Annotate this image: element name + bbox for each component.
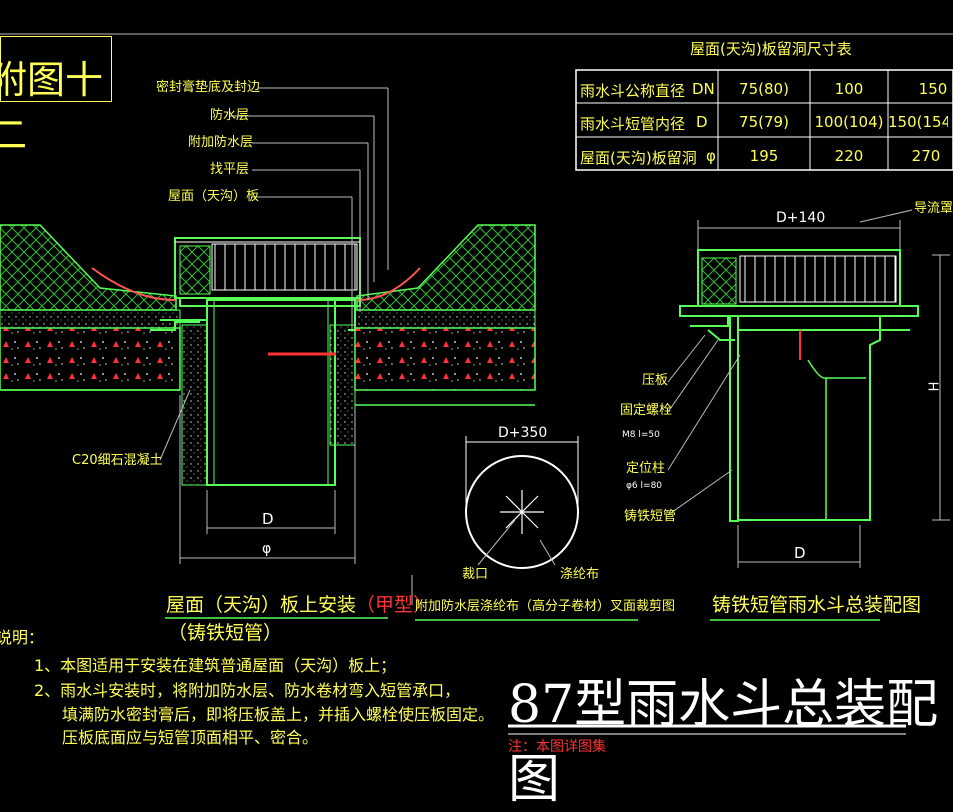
table-row-1-v3: 150 bbox=[918, 80, 948, 98]
note-line-1: 1、本图适用于安装在建筑普通屋面（天沟）板上； bbox=[34, 656, 397, 675]
table-row-2-v2: 100(104) bbox=[814, 113, 884, 131]
cad-drawing bbox=[0, 33, 953, 735]
right-label-pin-spec: φ6 l=80 bbox=[626, 481, 663, 491]
right-dim-top: D+140 bbox=[776, 210, 826, 226]
figure-title-box: 附图十二 bbox=[0, 36, 112, 157]
circle-cloth-label: 涤纶布 bbox=[560, 567, 600, 582]
table-row-3-v2: 220 bbox=[834, 147, 864, 165]
table-row-1-v2: 100 bbox=[834, 80, 864, 98]
notes-heading: 说明： bbox=[0, 628, 45, 647]
note-line-3: 填满防水密封膏后，即将压板盖上，并插入螺栓使压板固定。 bbox=[62, 705, 495, 724]
left-caption-type: （甲型） bbox=[356, 594, 433, 616]
label-sealant: 密封膏垫底及封边 bbox=[156, 80, 261, 95]
right-caption: 铸铁短管雨水斗总装配图 bbox=[712, 594, 922, 616]
label-extra-waterproof: 附加防水层 bbox=[188, 135, 254, 150]
circle-caption: 附加防水层涤纶布（高分子卷材）叉面裁剪图 bbox=[415, 599, 676, 614]
right-label-bolt-spec: M8 l=50 bbox=[622, 430, 660, 440]
right-label-bolt: 固定螺栓 bbox=[620, 403, 673, 418]
table-row-2-v3: 150(154 bbox=[888, 113, 948, 131]
label-waterproof-layer: 防水层 bbox=[210, 108, 250, 123]
table-row-3-sym: φ bbox=[706, 147, 716, 165]
dim-phi: φ bbox=[262, 541, 272, 557]
circle-cut-label: 裁口 bbox=[462, 567, 489, 582]
right-label-hood: 导流罩 bbox=[914, 201, 953, 216]
table-row-2-sym: D bbox=[696, 113, 708, 131]
right-label-pin: 定位柱 bbox=[626, 461, 666, 476]
left-section-drawing bbox=[0, 87, 536, 605]
right-dim-h: H bbox=[927, 381, 943, 392]
figure-title: 附图十二 bbox=[0, 58, 104, 157]
dim-d-left: D bbox=[262, 510, 274, 528]
circle-detail bbox=[465, 436, 579, 569]
right-section-drawing bbox=[667, 209, 950, 568]
table-row-1-sym: DN bbox=[692, 80, 715, 98]
left-caption: 屋面（天沟）板上安装（甲型） bbox=[166, 594, 433, 616]
main-title: 87型雨水斗总装配图 bbox=[508, 675, 939, 810]
left-caption-sub: （铸铁短管） bbox=[168, 622, 283, 644]
right-label-pipe: 铸铁短管 bbox=[624, 509, 677, 524]
right-dim-d: D bbox=[794, 544, 806, 562]
label-roof-slab: 屋面（天沟）板 bbox=[168, 189, 260, 204]
table-row-3-v1: 195 bbox=[749, 147, 779, 165]
table-row-3-name: 屋面(天沟)板留洞 bbox=[580, 149, 697, 167]
bottom-note: 注：本图详图集 bbox=[508, 739, 606, 755]
table-title: 屋面(天沟)板留洞尺寸表 bbox=[690, 40, 852, 58]
right-label-plate: 压板 bbox=[642, 373, 669, 388]
note-line-4: 压板底面应与短管顶面相平、密合。 bbox=[62, 728, 319, 747]
label-c20: C20细石混凝土 bbox=[72, 453, 163, 468]
label-leveling: 找平层 bbox=[210, 162, 250, 177]
table-row-1-name: 雨水斗公称直径 bbox=[580, 82, 686, 100]
circle-dim: D+350 bbox=[498, 425, 548, 441]
note-line-2: 2、雨水斗安装时，将附加防水层、防水卷材弯入短管承口， bbox=[34, 681, 461, 700]
table-row-1-v1: 75(80) bbox=[739, 80, 789, 98]
table-row-2-name: 雨水斗短管内径 bbox=[580, 115, 686, 133]
table-row-2-v1: 75(79) bbox=[739, 113, 789, 131]
size-table-grid bbox=[575, 69, 953, 171]
table-row-3-v3: 270 bbox=[911, 147, 941, 165]
